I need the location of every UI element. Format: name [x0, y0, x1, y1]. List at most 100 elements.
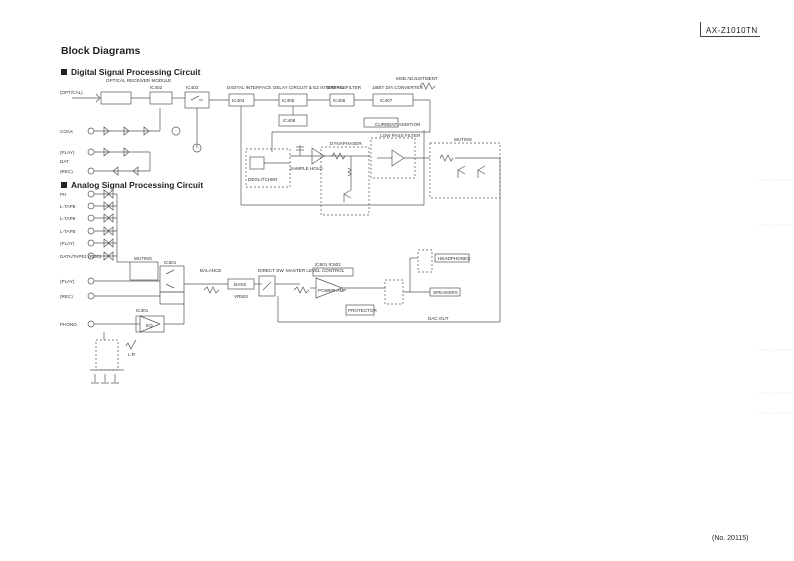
dynaphaser-label: DYNAPHASER [330, 141, 362, 146]
digital-filter-label: DIGITAL FILTER [327, 85, 362, 90]
input-label-5: DATA/TAPE1 (REC) [60, 254, 102, 259]
play-label: (PLAY) [60, 150, 75, 155]
ic-amp-label: IC601 IC602 [315, 262, 341, 267]
ground-icon [94, 374, 116, 382]
page-title: Block Diagrams [61, 45, 141, 57]
ic-mute-label: IC402 [150, 85, 163, 90]
input-label-2: L-TAPE [60, 216, 76, 221]
section-digital-title: Digital Signal Processing Circuit [71, 67, 201, 77]
phono-eq-icon [139, 315, 161, 333]
transistor-icon [343, 189, 352, 202]
ic-amp-box [312, 267, 354, 277]
balance-label: BALANCE [200, 268, 221, 273]
master-vr-icon [293, 286, 310, 294]
ic-phono-label: IC301 [136, 308, 149, 313]
dac-sub-box [363, 117, 399, 128]
headphones-label: HEADPHONES [438, 256, 470, 261]
ic-delay-label: IC405 [282, 98, 295, 103]
selector-box-2 [159, 291, 185, 305]
dac-out-label: DAC OUT [428, 316, 449, 321]
current-addition-label: CURRENT ADDITION [375, 122, 420, 127]
msb-adjust-label: MSB ADJUSTMENT [396, 76, 438, 81]
power-amp-icon [315, 277, 343, 299]
ic-sel-label: IC501 [164, 260, 177, 265]
ic-dac-label: IC407 [380, 98, 393, 103]
rec2-label: (REC) [60, 294, 73, 299]
input-label-1: L-TAPE [60, 204, 76, 209]
muting-label: MUTING [454, 137, 473, 142]
delay-circuit-label: DELAY CIRCUIT & EZ INTERFACE [273, 85, 346, 90]
coax-label: COAX [60, 129, 73, 134]
selector-switch-box [184, 91, 210, 109]
direct-label: DIRECT SW [258, 268, 284, 273]
dat-label: DAT [60, 159, 69, 164]
phono-resistor-icon [125, 339, 137, 350]
muting-box [429, 142, 501, 199]
ic-conv-label: IC403 [186, 85, 199, 90]
treble-label: VR502 [234, 294, 248, 299]
clock-icon [192, 143, 202, 153]
eq-label: EQ [146, 323, 153, 328]
section-analog-heading: Analog Signal Processing Circuit [61, 180, 203, 190]
speakers-label: SPEAKERS [433, 290, 458, 295]
phono-jack-icon [87, 320, 95, 328]
speakers-box [429, 287, 461, 297]
direct-switch-box [258, 275, 276, 297]
relay-box [384, 279, 404, 305]
deglitcher-ic [249, 156, 265, 170]
doc-number: (No. 20115) [712, 535, 749, 542]
lpf-opamp-icon [391, 149, 405, 167]
bullet-square-icon [61, 69, 67, 75]
ic-df-label: IC404 [232, 98, 245, 103]
bass-label: BASS [234, 282, 246, 287]
rec2-jack-icon [87, 292, 95, 300]
optical-module-box [100, 91, 132, 105]
headphone-relay-box [417, 249, 433, 273]
input-label-0: PH [60, 192, 66, 197]
sample-hold-label: SAMPLE HOLD [290, 166, 323, 171]
master-level-label: MASTER LEVEL CONTROL [286, 268, 345, 273]
protector-label: PROTECTOR [348, 308, 377, 313]
dynaphaser-box [320, 146, 370, 216]
model-number: AX-Z1010TN [706, 26, 758, 35]
balance-vr-icon [203, 286, 220, 294]
dac-label: 18BIT D/A CONVERTER [372, 85, 424, 90]
mute-transistor-icon-2 [477, 165, 486, 178]
digital-interface-label: DIGITAL INTERFACE [227, 85, 271, 90]
input-label-3: L-TAPE [60, 229, 76, 234]
analog-muting-box [129, 261, 159, 281]
phono-note-label: L:R [128, 352, 136, 357]
dac-box [372, 93, 414, 107]
ic-mute-box [149, 91, 173, 105]
protector-box [345, 304, 375, 316]
ic-filter-label: IC406 [333, 98, 346, 103]
muting-box-label: MUTING [134, 256, 153, 261]
msb-resistor-icon [419, 82, 436, 90]
section-digital-heading: Digital Signal Processing Circuit [61, 67, 200, 77]
mute-transistor-icon [457, 165, 466, 178]
rec-label: (REC) [60, 169, 73, 174]
dat-play-jack-icon [87, 148, 95, 156]
play2-label: (PLAY) [60, 279, 75, 284]
deglitcher-box [245, 148, 291, 188]
resistor-icon [331, 152, 346, 160]
phono-network-box [95, 339, 119, 371]
input-label-4: (PLAY) [60, 241, 75, 246]
low-pass-label: LOW PASS FILTER [380, 133, 421, 138]
section-analog-title: Analog Signal Processing Circuit [71, 180, 204, 190]
headphones-box [434, 253, 470, 263]
header-underline [700, 36, 760, 37]
optical-input-jack [72, 93, 101, 103]
optical-in-label: (OPT/CAL) [60, 90, 83, 95]
sample-hold-opamp-icon [311, 147, 325, 165]
phono-label: PHONO [60, 322, 77, 327]
selector-box [159, 265, 185, 293]
dat-rec-jack-icon [87, 167, 95, 175]
power-amp-label: POWER AMP [318, 288, 346, 293]
optical-module-label: OPTICAL RECEIVER MODULE [106, 78, 171, 83]
ic-mem-label: IC408 [283, 118, 296, 123]
play2-jack-icon [87, 277, 95, 285]
transformer-icon [171, 126, 181, 136]
